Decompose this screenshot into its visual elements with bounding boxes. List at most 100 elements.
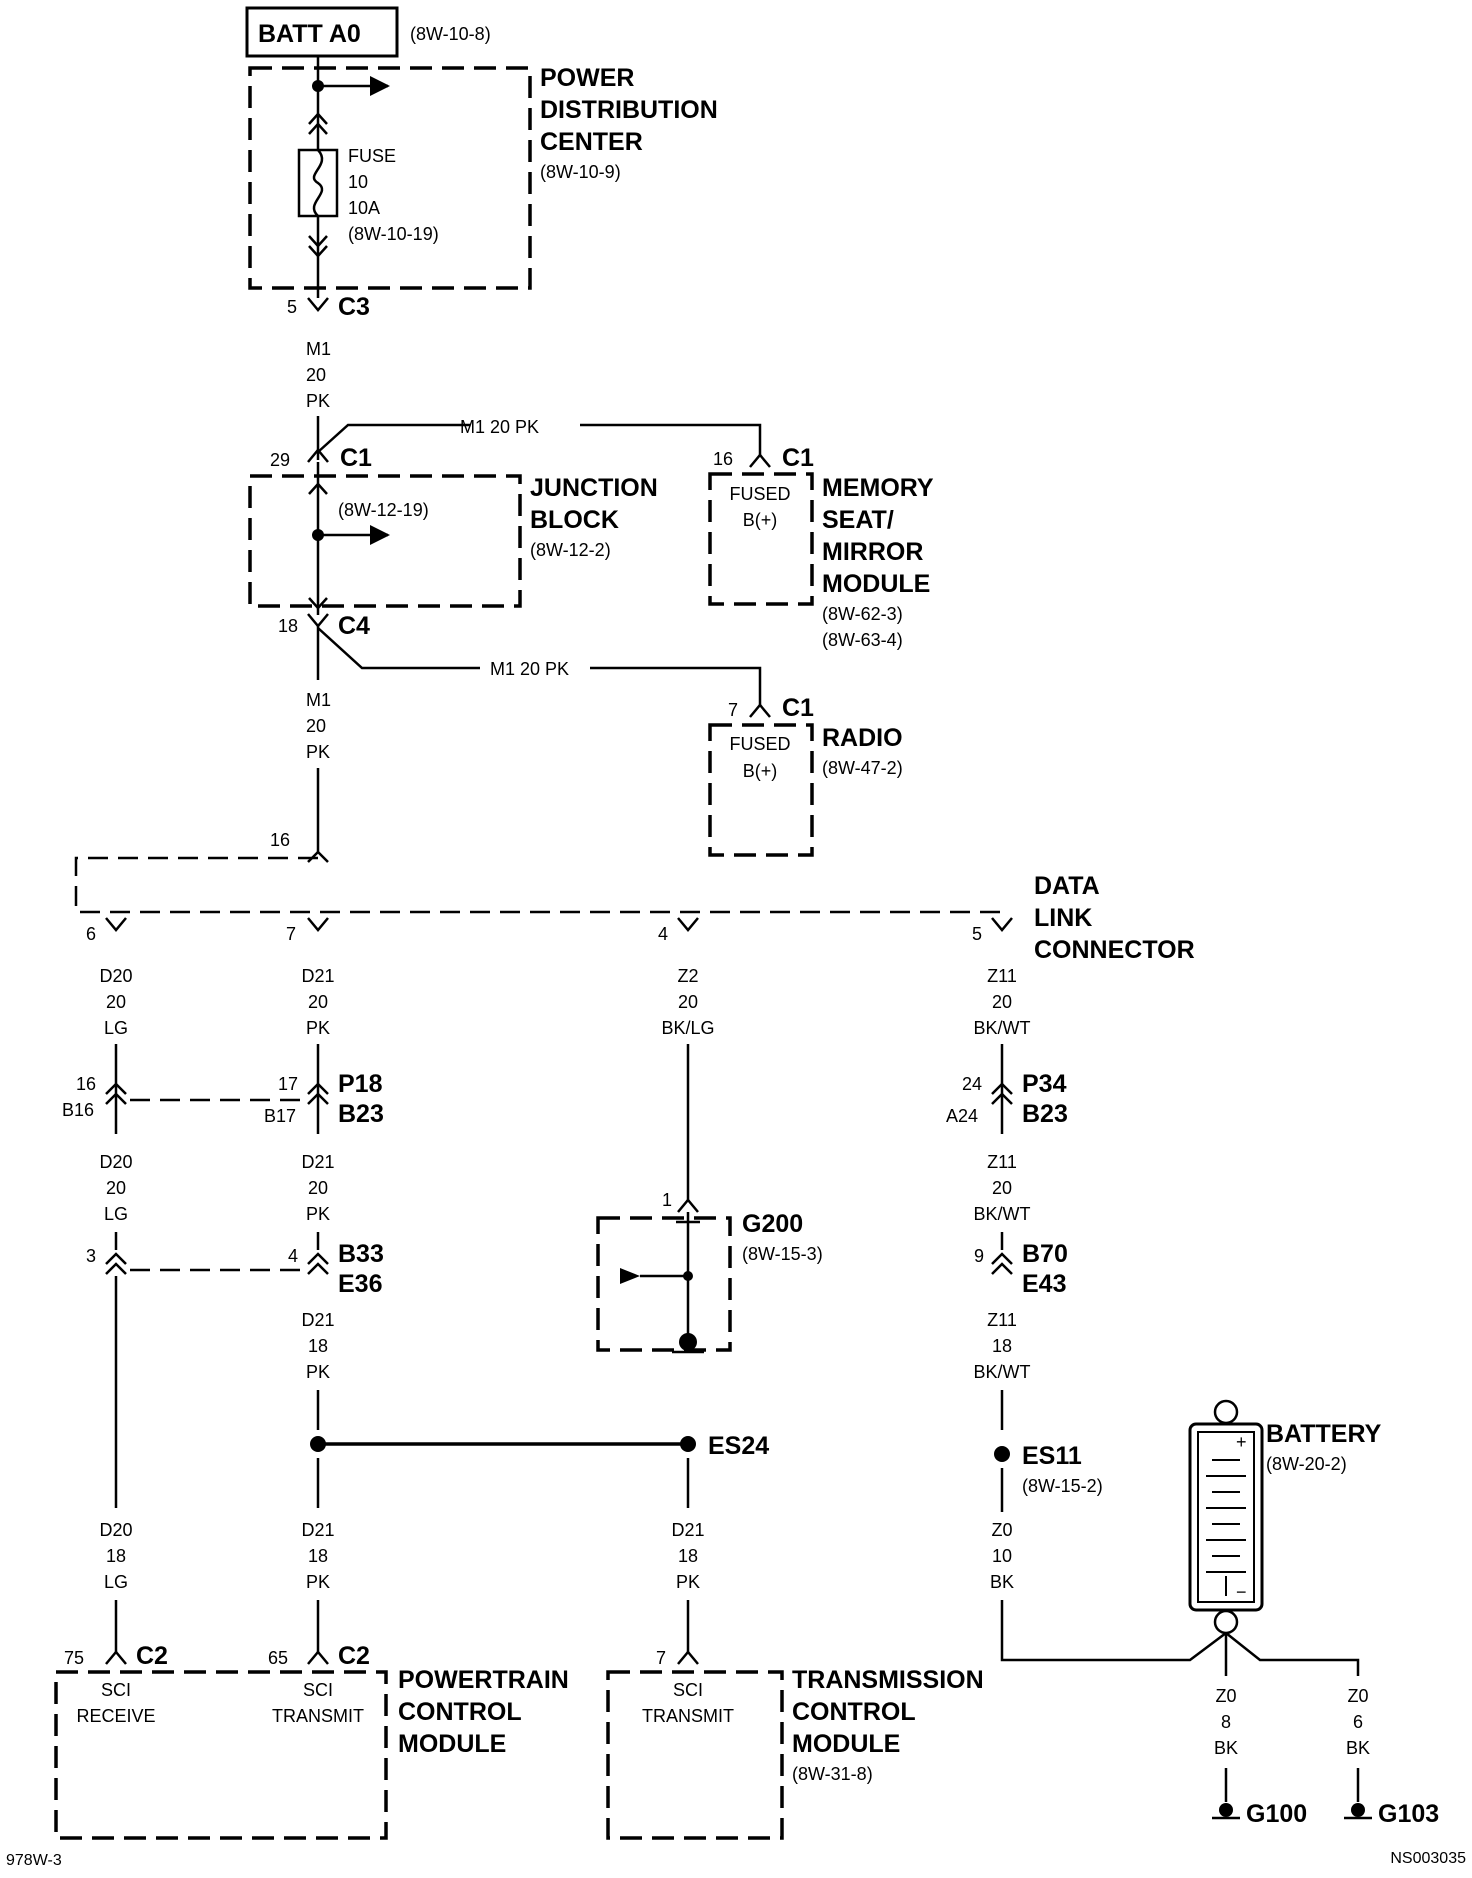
z0b-a: Z0 — [1215, 1686, 1236, 1706]
msm-c1-name: C1 — [782, 444, 814, 472]
battery-title: BATTERY — [1266, 1420, 1382, 1448]
d20a-c: LG — [104, 1018, 128, 1038]
msm-title-4: MODULE — [822, 570, 930, 598]
es11-ref: (8W-15-2) — [1022, 1476, 1103, 1496]
z11a-c: BK/WT — [974, 1018, 1031, 1038]
es24-name: ES24 — [708, 1432, 769, 1460]
w1-c: PK — [306, 391, 330, 411]
g200-name: G200 — [742, 1210, 803, 1238]
p18-pin-l2: B16 — [62, 1100, 94, 1120]
g103-label: G103 — [1378, 1800, 1439, 1828]
batt-a0-box — [245, 6, 399, 58]
tcm-in1: SCI — [673, 1680, 703, 1700]
b33-pin-l: 3 — [86, 1246, 96, 1266]
d21b-a: D21 — [301, 1152, 334, 1172]
pdc-title-2: DISTRIBUTION — [540, 96, 718, 124]
w2-a: M1 — [306, 690, 331, 710]
z0b-c: BK — [1214, 1738, 1238, 1758]
g200-box — [596, 1216, 732, 1352]
dlc-pin5: 5 — [972, 924, 982, 944]
batt-a0-label: BATT A0 — [258, 20, 361, 48]
z2-b: 20 — [678, 992, 698, 1012]
battery-pos-terminal — [1213, 1399, 1239, 1425]
g103-ground-symbol — [1351, 1803, 1365, 1817]
d20b-a: D20 — [99, 1152, 132, 1172]
radio-box — [708, 723, 814, 857]
pdc-box — [248, 66, 532, 290]
dlc-title-3: CONNECTOR — [1034, 936, 1195, 964]
d20b-b: 20 — [106, 1178, 126, 1198]
dlc-pin6-symbol — [105, 917, 127, 932]
pcm-in1b: RECEIVE — [76, 1706, 155, 1726]
d21b-c: PK — [306, 1204, 330, 1224]
tcm-title-1: TRANSMISSION — [792, 1666, 984, 1694]
radio-c1-pin: 7 — [728, 700, 738, 720]
z11b-c: BK/WT — [974, 1204, 1031, 1224]
p34-pin-2: A24 — [946, 1106, 978, 1126]
pcm-in1a: SCI — [101, 1680, 131, 1700]
batt-a0-ref: (8W-10-8) — [410, 24, 491, 44]
radio-input-2: B(+) — [743, 761, 778, 781]
dlc-pin16: 16 — [270, 830, 290, 850]
pcm-title-2: CONTROL — [398, 1698, 522, 1726]
w2-c: PK — [306, 742, 330, 762]
w1-a: M1 — [306, 339, 331, 359]
pcm-c2b: C2 — [338, 1642, 370, 1670]
footer-left: 978W-3 — [6, 1852, 62, 1869]
msm-input-2: B(+) — [743, 510, 778, 530]
p18-name-2: B23 — [338, 1100, 384, 1128]
battery-ref: (8W-20-2) — [1266, 1454, 1347, 1474]
z11b-b: 20 — [992, 1178, 1012, 1198]
w1-b: 20 — [306, 365, 326, 385]
es11-name: ES11 — [1022, 1442, 1082, 1470]
z0c-b: 6 — [1353, 1712, 1363, 1732]
dlc-pin4: 4 — [658, 924, 668, 944]
z11c-a: Z11 — [987, 1310, 1017, 1330]
d21a-c: PK — [306, 1018, 330, 1038]
p34-name-1: P34 — [1022, 1070, 1067, 1098]
b70-name-2: E43 — [1022, 1270, 1066, 1298]
p18-pin-r1: 17 — [278, 1074, 298, 1094]
z0a-a: Z0 — [991, 1520, 1012, 1540]
p18-pin-l1: 16 — [76, 1074, 96, 1094]
battery-plus: + — [1236, 1432, 1247, 1452]
msm-title-3: MIRROR — [822, 538, 923, 566]
battery-minus: − — [1236, 1582, 1247, 1602]
g200-ground-symbol — [679, 1333, 697, 1351]
msm-ref-2: (8W-63-4) — [822, 630, 903, 650]
msm-c1-connector-symbol — [749, 453, 771, 468]
footer-right: NS003035 — [1390, 1850, 1466, 1867]
d20a-b: 20 — [106, 992, 126, 1012]
pcm-pin65: 65 — [268, 1648, 288, 1668]
b70-name-1: B70 — [1022, 1240, 1068, 1268]
p34-name-2: B23 — [1022, 1100, 1068, 1128]
jb-title-2: BLOCK — [530, 506, 619, 534]
jb-c4-connector-symbol — [307, 613, 329, 628]
msm-title-2: SEAT/ — [822, 506, 894, 534]
fuse-label-3: 10A — [348, 198, 380, 218]
z0c-c: BK — [1346, 1738, 1370, 1758]
tcm-box — [606, 1670, 784, 1840]
msm-c1-pin: 16 — [713, 449, 733, 469]
dlc-title-2: LINK — [1034, 904, 1092, 932]
z0c-a: Z0 — [1347, 1686, 1368, 1706]
p18-pin-r2: B17 — [264, 1106, 296, 1126]
g200-ref: (8W-15-3) — [742, 1244, 823, 1264]
c3-pin: 5 — [287, 297, 297, 317]
pcm-box — [54, 1670, 388, 1840]
d21e-a: D21 — [671, 1520, 704, 1540]
d21e-b: 18 — [678, 1546, 698, 1566]
tcm-pin: 7 — [656, 1648, 666, 1668]
pdc-title-1: POWER — [540, 64, 634, 92]
pdc-title-3: CENTER — [540, 128, 643, 156]
pcm-title-3: MODULE — [398, 1730, 506, 1758]
z11c-c: BK/WT — [974, 1362, 1031, 1382]
battery-neg-terminal — [1213, 1609, 1239, 1635]
radio-branch-wire-label: M1 20 PK — [490, 659, 569, 679]
d21c-a: D21 — [301, 1310, 334, 1330]
radio-c1-name: C1 — [782, 694, 814, 722]
fuse-label-1: FUSE — [348, 146, 396, 166]
d21c-b: 18 — [308, 1336, 328, 1356]
msm-input-1: FUSED — [729, 484, 790, 504]
